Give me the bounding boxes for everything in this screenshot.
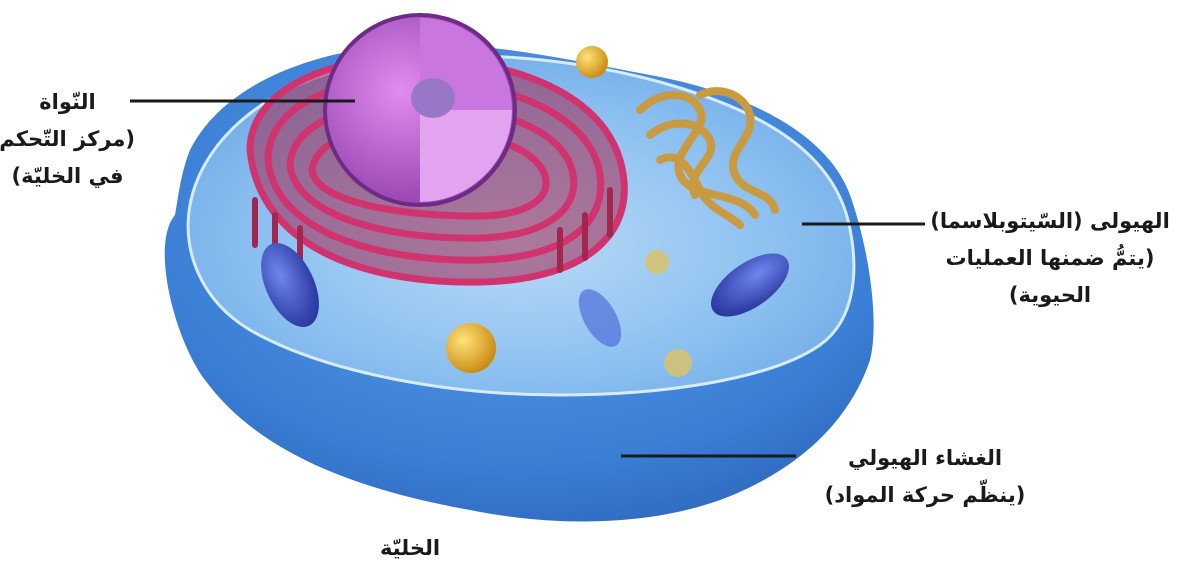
- label-cytoplasm-line-2: (يتمُّ ضمنها العمليات: [925, 240, 1175, 277]
- nucleus: [325, 15, 515, 205]
- label-cytoplasm-line-1: الهيولى (السّيتوبلاسما): [925, 203, 1175, 240]
- diagram-title-text: الخليّة: [330, 530, 490, 567]
- label-cytoplasm-line-3: الحيوية): [925, 277, 1175, 314]
- label-nucleus-line-3: في الخليّة): [0, 158, 135, 195]
- diagram-title: الخليّة: [330, 530, 490, 567]
- label-nucleus: النّواة (مركز التّحكم في الخليّة): [0, 84, 135, 195]
- label-membrane-line-2: (ينظّم حركة المواد): [800, 477, 1050, 514]
- label-membrane: الغشاء الهيولي (ينظّم حركة المواد): [800, 440, 1050, 514]
- label-membrane-line-1: الغشاء الهيولي: [800, 440, 1050, 477]
- label-cytoplasm: الهيولى (السّيتوبلاسما) (يتمُّ ضمنها الع…: [925, 203, 1175, 314]
- label-nucleus-line-2: (مركز التّحكم: [0, 121, 135, 158]
- label-nucleus-line-1: النّواة: [0, 84, 135, 121]
- nucleolus: [411, 78, 455, 118]
